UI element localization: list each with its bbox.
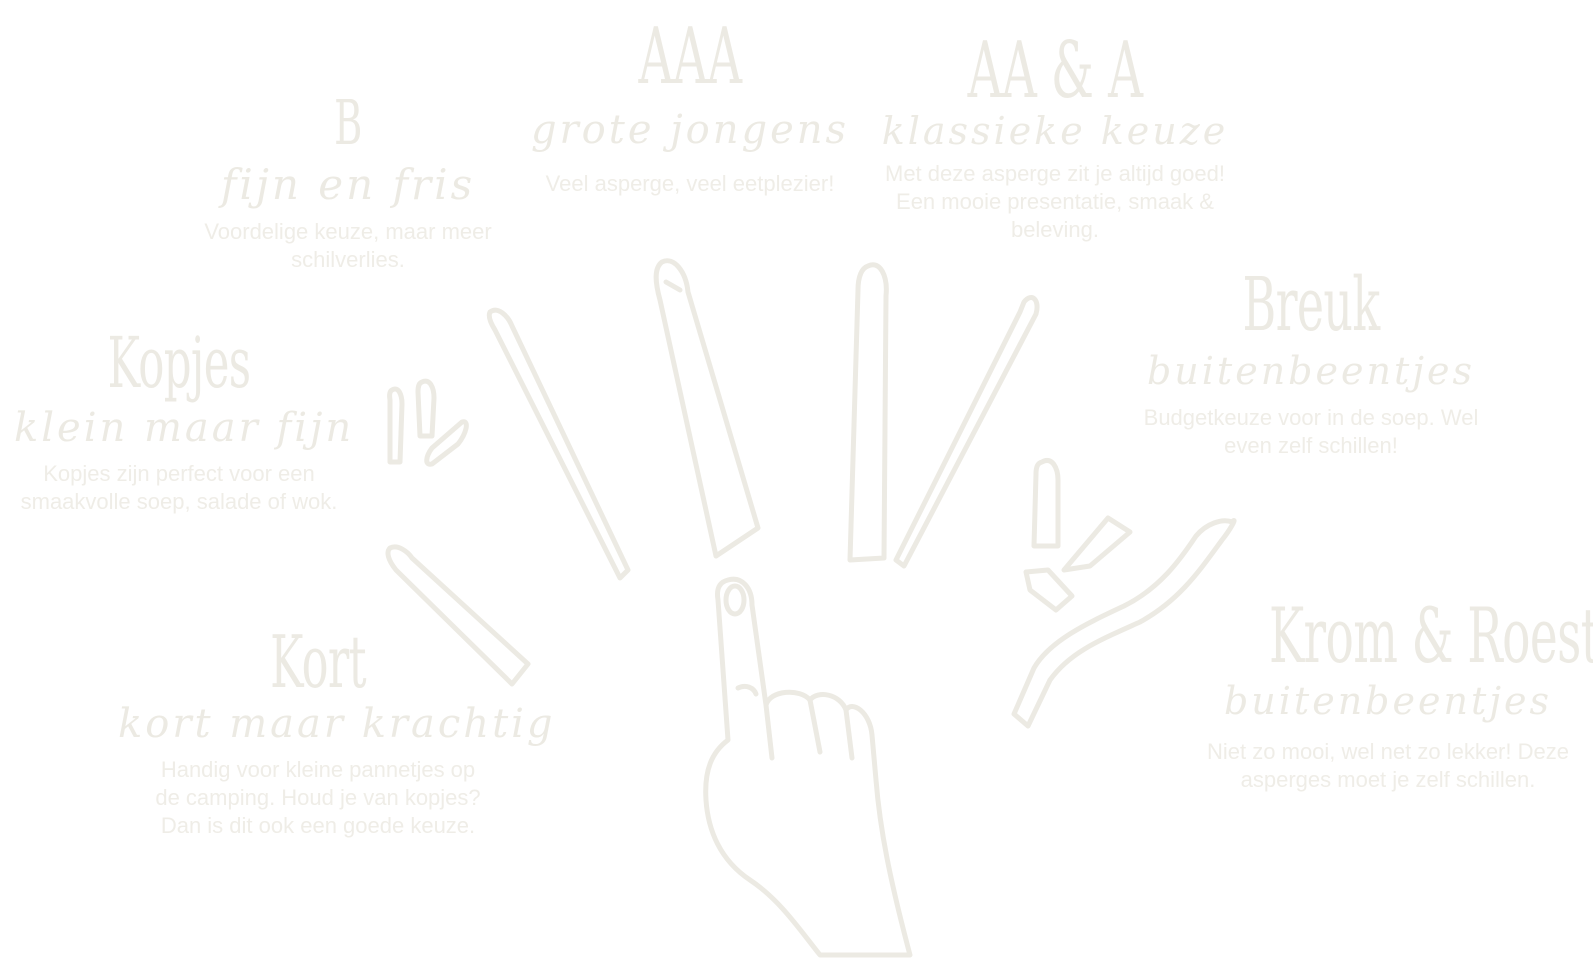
category-subtitle: fijn en fris [220, 160, 476, 209]
category-description: Niet zo mooi, wel net zo lekker! Deze as… [1207, 739, 1569, 792]
category-description: Budgetkeuze voor in de soep. Wel even ze… [1143, 405, 1479, 458]
category-title: AA & A [967, 26, 1143, 116]
category-description: Kopjes zijn perfect voor een smaakvolle … [20, 461, 338, 514]
category-title: Kort [270, 620, 366, 704]
category-kopjes: Kopjes klein maar fijn Kopjes zijn perfe… [14, 322, 355, 516]
category-subtitle: kort maar krachtig [118, 701, 556, 747]
category-b: B fijn en fris Voordelige keuze, maar me… [176, 92, 520, 274]
category-title: AAA [638, 12, 743, 102]
category-description: Voordelige keuze, maar meer schilverlies… [204, 219, 492, 272]
category-aa-a: AA & A klassieke keuze Met deze asperge … [880, 32, 1230, 244]
category-description: Met deze asperge zit je altijd goed! Een… [885, 161, 1225, 242]
category-kort: Kort kort maar krachtig Handig voor klei… [118, 620, 556, 840]
category-title: B [334, 86, 362, 159]
kort-asparagus-icon [385, 544, 531, 687]
b-asparagus-icon [486, 307, 631, 581]
category-aaa: AAA grote jongens Veel asperge, veel eet… [520, 18, 860, 198]
category-subtitle: klassieke keuze [881, 109, 1229, 153]
category-title: Breuk [1242, 262, 1380, 348]
category-subtitle: buitenbeentjes [1146, 349, 1475, 393]
krom-roest-asparagus-icon [1011, 518, 1237, 729]
category-breuk: Breuk buitenbeentjes Budgetkeuze voor in… [1136, 268, 1486, 460]
category-title: Kopjes [107, 322, 251, 404]
kopjes-asparagus-icon [387, 386, 405, 465]
category-krom-roest: Krom & Roest buitenbeentjes Niet zo mooi… [1196, 591, 1593, 794]
aa-a-asparagus-icon [847, 262, 889, 563]
category-subtitle: grote jongens [530, 107, 850, 153]
category-subtitle: klein maar fijn [14, 405, 355, 451]
hand-icon [703, 576, 913, 958]
category-title: Krom & Roest [1268, 591, 1593, 680]
category-description: Handig voor kleine pannetjes op de campi… [155, 757, 481, 838]
category-subtitle: buitenbeentjes [1223, 679, 1552, 723]
category-description: Veel asperge, veel eetplezier! [545, 171, 835, 196]
aaa-asparagus-icon [653, 258, 761, 559]
breuk-asparagus-icon [893, 295, 1040, 569]
